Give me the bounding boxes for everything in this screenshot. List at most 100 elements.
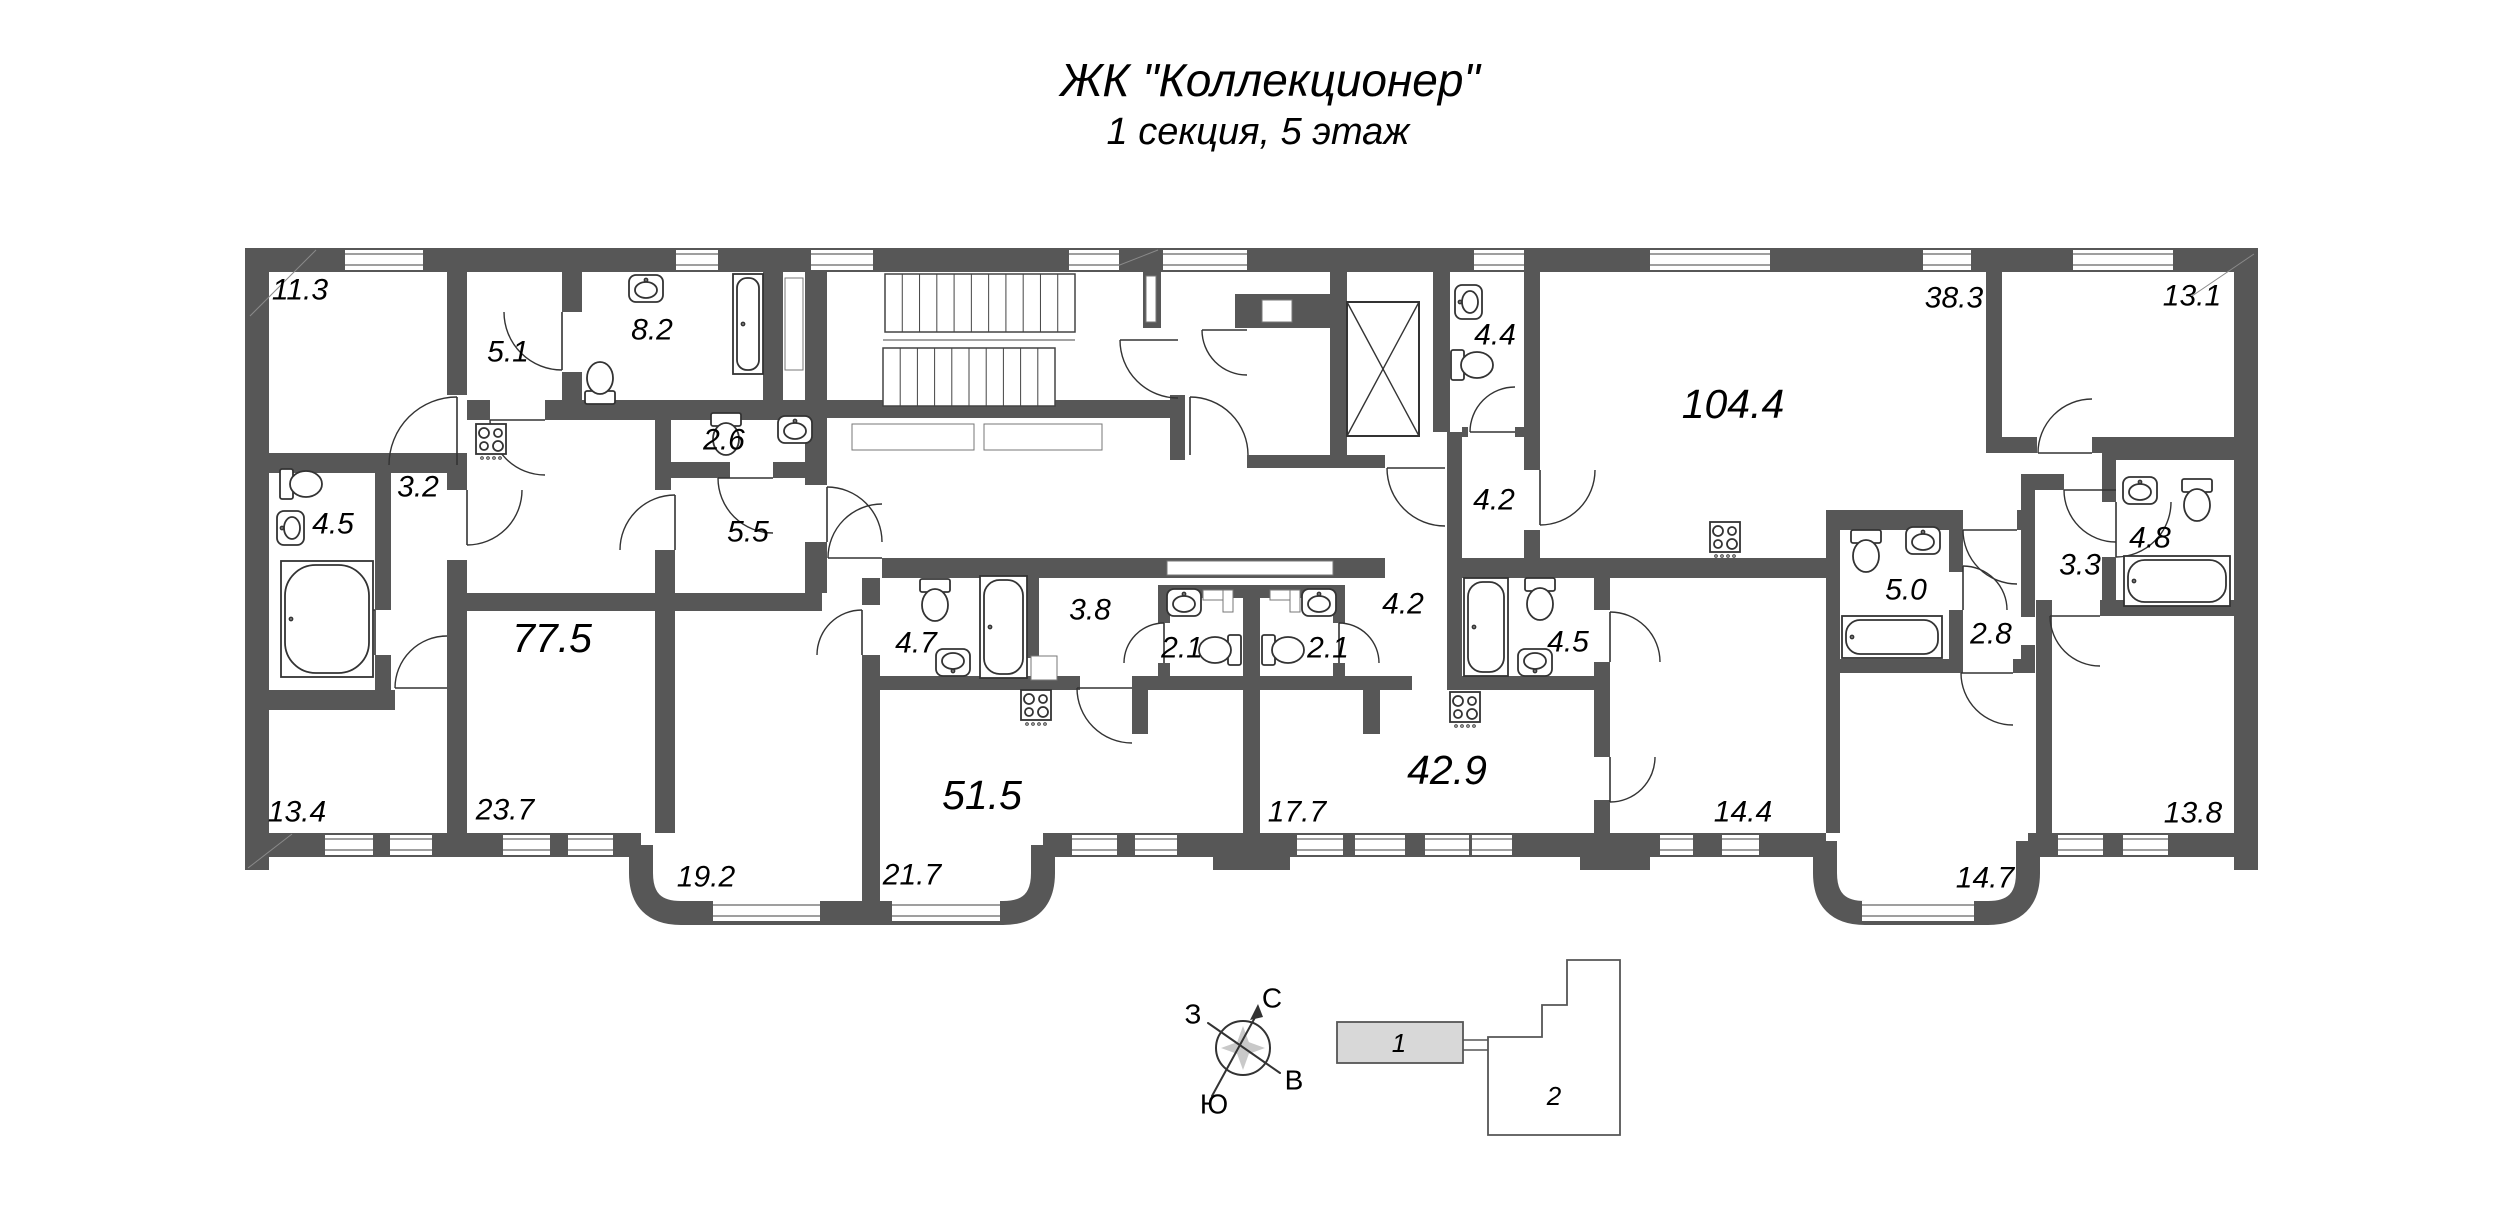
bathtub-icon bbox=[2123, 555, 2231, 607]
wall bbox=[1132, 676, 1148, 734]
room-area-label: 11.3 bbox=[272, 274, 328, 307]
toilet-icon bbox=[1524, 577, 1556, 621]
room-area-label: 4.8 bbox=[2129, 522, 2171, 555]
window bbox=[676, 250, 718, 270]
toilet-icon bbox=[919, 578, 951, 622]
window bbox=[1923, 250, 1971, 270]
door bbox=[816, 609, 863, 656]
door bbox=[1539, 469, 1596, 526]
sink-icon bbox=[777, 415, 813, 444]
room-area-label: 38.3 bbox=[1925, 282, 1984, 315]
wall bbox=[2021, 474, 2035, 524]
room-area-label: 14.4 bbox=[1714, 796, 1772, 829]
wall bbox=[2102, 460, 2116, 502]
window bbox=[1650, 250, 1770, 270]
stove-icon bbox=[475, 423, 507, 460]
window bbox=[2073, 250, 2173, 270]
compass-west-label: З bbox=[1185, 999, 1202, 1030]
room-area-label: 4.5 bbox=[1547, 626, 1589, 659]
wall bbox=[655, 550, 675, 833]
window bbox=[390, 835, 432, 855]
duct-shaft bbox=[1030, 655, 1058, 681]
toilet-icon bbox=[279, 468, 323, 500]
window bbox=[1163, 250, 1247, 270]
bathtub-icon bbox=[280, 560, 374, 678]
plumbing-fixtures-layer bbox=[276, 273, 2231, 728]
wall bbox=[1158, 663, 1170, 676]
window bbox=[503, 835, 550, 855]
window bbox=[2123, 835, 2168, 855]
wall bbox=[1986, 437, 2037, 453]
room-area-labels: 11.3 5.1 8.2 2.6 3.2 4.5 5.5 13.4 23.7 7… bbox=[268, 274, 2223, 895]
wall bbox=[1594, 578, 1610, 610]
window bbox=[1297, 835, 1343, 855]
bay-wall bbox=[629, 845, 1055, 925]
room-area-label: 5.5 bbox=[727, 516, 769, 549]
room-area-label: 4.2 bbox=[1382, 588, 1424, 621]
door bbox=[1386, 467, 1446, 527]
apartment-total-label: 42.9 bbox=[1407, 747, 1487, 793]
compass-west-east-axis bbox=[1207, 1022, 1281, 1074]
key-plan-section-1-label: 1 bbox=[1392, 1028, 1406, 1058]
wall bbox=[545, 400, 827, 420]
wall bbox=[1524, 437, 1540, 470]
door bbox=[1201, 329, 1248, 376]
wall bbox=[1580, 833, 1650, 870]
wall bbox=[1594, 690, 1610, 757]
wall bbox=[467, 400, 490, 420]
wall bbox=[1170, 395, 1185, 460]
wall bbox=[805, 272, 827, 485]
wall bbox=[1447, 432, 1462, 578]
room-area-label: 4.4 bbox=[1474, 319, 1516, 352]
room-area-label: 19.2 bbox=[677, 861, 736, 894]
window bbox=[1135, 835, 1177, 855]
room-area-label: 3.3 bbox=[2059, 549, 2101, 582]
door bbox=[2037, 398, 2093, 454]
door bbox=[1962, 565, 2008, 611]
window bbox=[345, 250, 423, 270]
wall bbox=[1260, 676, 1412, 690]
duct-shaft bbox=[1166, 560, 1334, 576]
wall bbox=[1247, 455, 1385, 468]
door bbox=[503, 311, 563, 371]
wall bbox=[562, 272, 582, 312]
wall bbox=[1826, 659, 1963, 673]
wall bbox=[1949, 530, 1963, 572]
door bbox=[394, 635, 448, 689]
elevator-cross bbox=[1346, 301, 1420, 437]
room-area-label: 5.1 bbox=[487, 336, 529, 369]
toilet-icon bbox=[584, 361, 616, 405]
room-area-label: 2.1 bbox=[1160, 632, 1203, 665]
wall bbox=[2035, 474, 2064, 490]
toilet-icon bbox=[1198, 634, 1242, 666]
sink-icon bbox=[276, 510, 305, 546]
wall bbox=[1447, 676, 1610, 690]
window bbox=[892, 901, 1000, 921]
wall bbox=[1145, 676, 1243, 690]
wall bbox=[655, 415, 671, 490]
key-plan-section-2-label: 2 bbox=[1546, 1081, 1562, 1111]
sink-icon bbox=[1301, 588, 1337, 617]
room-area-label: 17.7 bbox=[1268, 796, 1328, 829]
window bbox=[1355, 835, 1405, 855]
toilet-icon bbox=[1261, 634, 1305, 666]
door bbox=[1469, 386, 1516, 433]
compass-circle bbox=[1215, 1020, 1271, 1076]
duct-shaft bbox=[1261, 299, 1293, 323]
plan-title: ЖК "Коллекционер" bbox=[1058, 54, 1482, 106]
window bbox=[1474, 250, 1524, 270]
walls-layer bbox=[245, 248, 2258, 925]
door bbox=[1962, 529, 2018, 585]
duct-shaft bbox=[1145, 275, 1157, 323]
room-area-label: 8.2 bbox=[631, 314, 673, 347]
wall bbox=[1524, 272, 1540, 437]
wall bbox=[1243, 585, 1260, 833]
room-area-label: 13.1 bbox=[2163, 280, 2221, 313]
wall bbox=[1433, 272, 1450, 432]
window bbox=[1660, 835, 1693, 855]
wall bbox=[467, 593, 822, 611]
duct-shaft bbox=[1222, 589, 1234, 613]
key-plan-section-1-shape bbox=[1336, 1021, 1464, 1064]
room-area-label: 23.7 bbox=[475, 794, 536, 827]
compass-east-label: В bbox=[1285, 1065, 1304, 1096]
